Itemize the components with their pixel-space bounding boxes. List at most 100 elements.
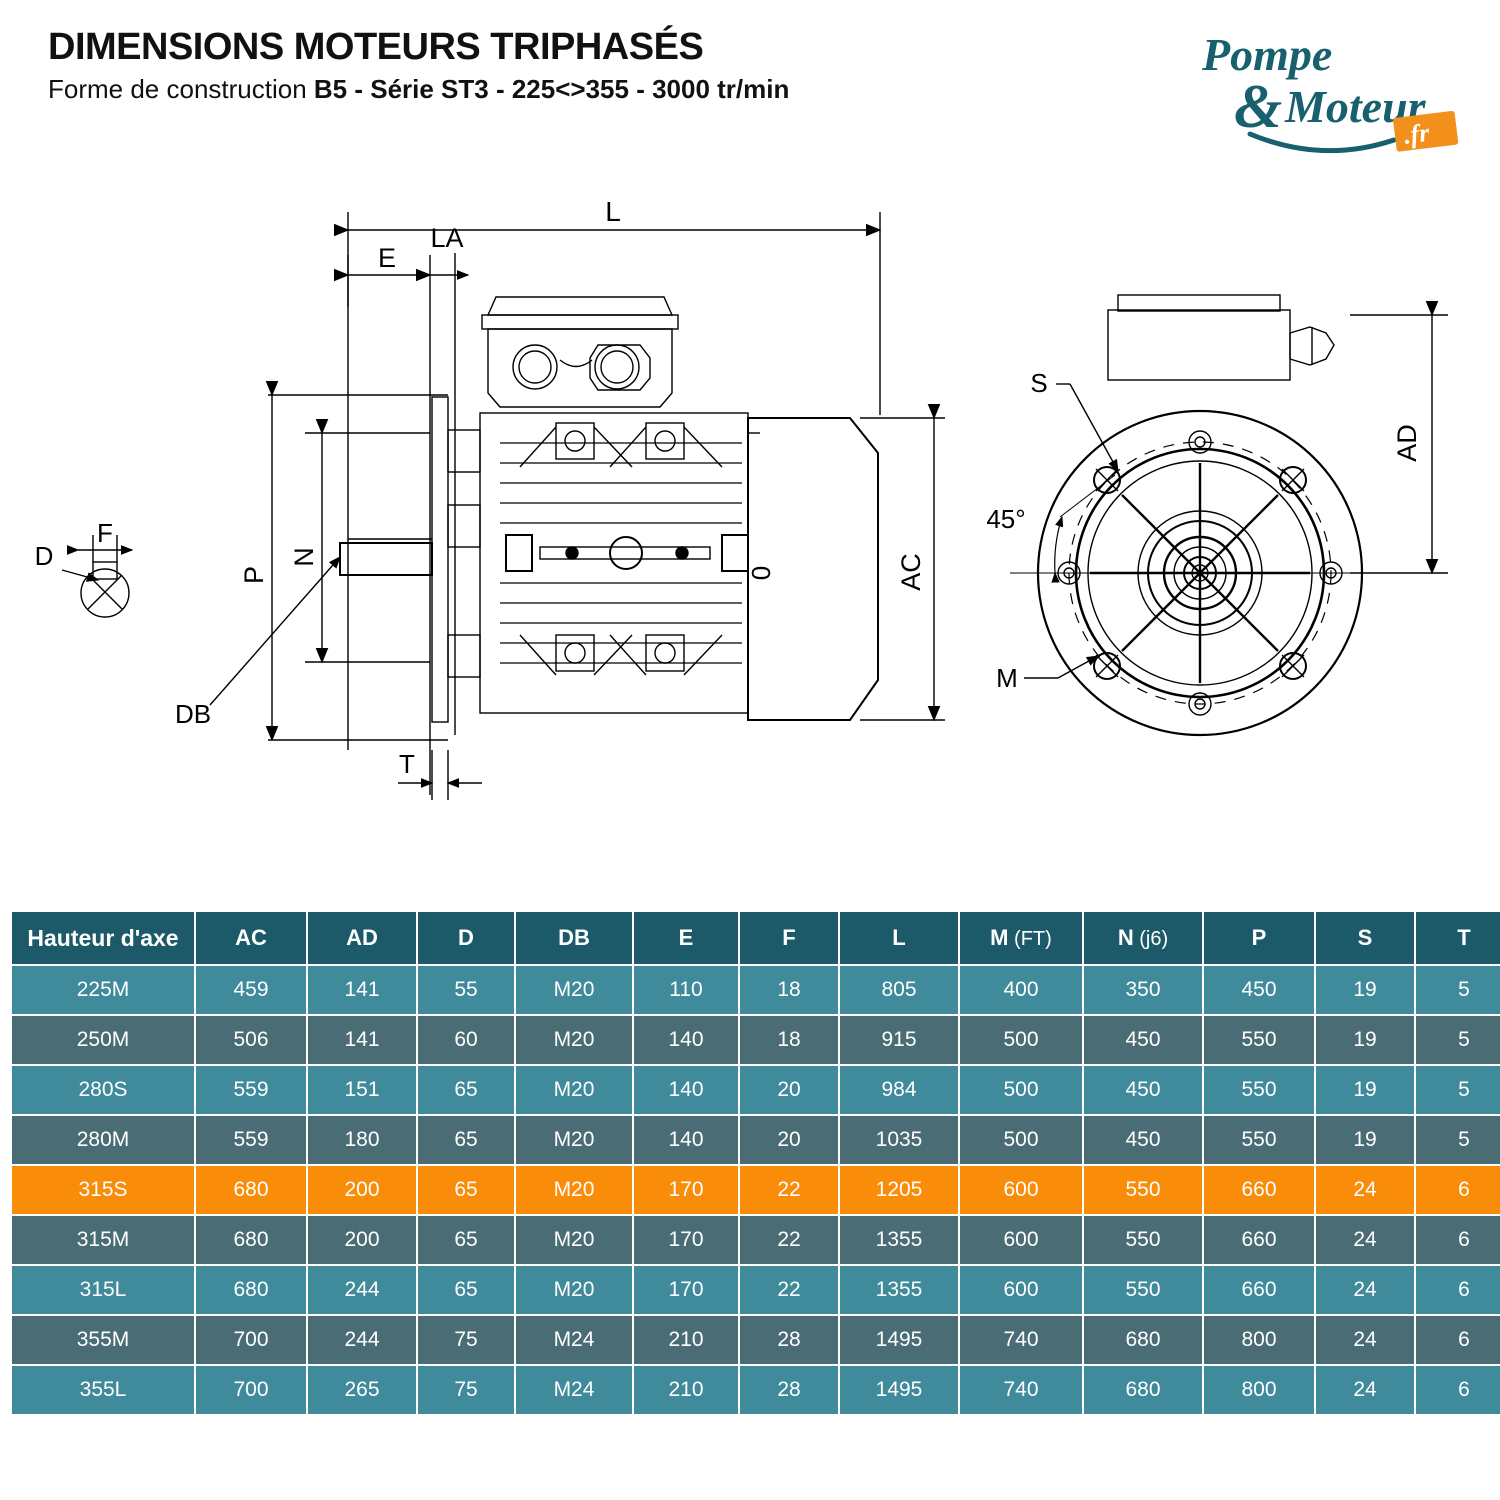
cell-value: 22 <box>740 1266 838 1314</box>
cell-value: 915 <box>840 1016 958 1064</box>
column-header-t: T <box>1416 912 1500 964</box>
cell-value: 22 <box>740 1166 838 1214</box>
cell-value: 65 <box>418 1266 514 1314</box>
cell-value: 55 <box>418 966 514 1014</box>
cell-value: 700 <box>196 1366 306 1414</box>
dimension-LA <box>418 253 470 735</box>
cell-value: 140 <box>634 1066 738 1114</box>
cell-value: 28 <box>740 1366 838 1414</box>
cell-value: 984 <box>840 1066 958 1114</box>
keyway-detail <box>61 535 134 618</box>
label-N: N <box>289 547 319 567</box>
label-45deg: 45° <box>986 504 1025 534</box>
leader-M <box>1024 655 1100 679</box>
label-M: M <box>996 663 1018 693</box>
column-header-sub: (j6) <box>1133 928 1169 950</box>
cell-value: M24 <box>516 1316 632 1364</box>
cell-value: M20 <box>516 1016 632 1064</box>
cell-frame-size: 315M <box>12 1216 194 1264</box>
column-header-label: S <box>1357 925 1373 950</box>
subtitle-prefix: Forme de construction <box>48 73 314 104</box>
column-header-l: L <box>840 912 958 964</box>
cell-value: 170 <box>634 1216 738 1264</box>
cell-value: 19 <box>1316 1016 1414 1064</box>
terminal-box-side <box>481 296 679 408</box>
cell-value: 660 <box>1204 1166 1314 1214</box>
cell-value: 805 <box>840 966 958 1014</box>
cell-value: 680 <box>196 1216 306 1264</box>
cell-value: 680 <box>196 1166 306 1214</box>
cell-value: 75 <box>418 1366 514 1414</box>
dimensions-table: Hauteur d'axe AC AD D DB E F L M (FT) N … <box>10 910 1500 1416</box>
cell-value: 19 <box>1316 1116 1414 1164</box>
logo-badge-text: .fr <box>1402 118 1431 150</box>
dimension-E <box>334 255 432 795</box>
motor-front-view <box>1010 294 1390 737</box>
cell-value: 200 <box>308 1166 416 1214</box>
cell-value: 680 <box>196 1266 306 1314</box>
cell-value: 210 <box>634 1366 738 1414</box>
cell-value: 110 <box>634 966 738 1014</box>
dimension-AD <box>1350 301 1448 575</box>
cell-value: 680 <box>1084 1366 1202 1414</box>
cell-value: 265 <box>308 1366 416 1414</box>
cell-value: 18 <box>740 966 838 1014</box>
column-header-ac: AC <box>196 912 306 964</box>
cell-value: 5 <box>1416 1116 1500 1164</box>
cell-value: 450 <box>1084 1016 1202 1064</box>
logo-graphic: Pompe & Moteur .fr <box>1201 29 1459 154</box>
cell-value: 1495 <box>840 1316 958 1364</box>
column-header-label: L <box>892 925 906 950</box>
column-header-label: M <box>990 925 1009 950</box>
cell-value: M20 <box>516 966 632 1014</box>
column-header-e: E <box>634 912 738 964</box>
label-zero: 0 <box>746 566 776 580</box>
cell-value: 24 <box>1316 1166 1414 1214</box>
column-header-label: T <box>1457 925 1471 950</box>
leader-DB <box>209 555 341 706</box>
subtitle-spec: B5 - Série ST3 - 225<>355 - 3000 tr/min <box>313 73 790 104</box>
column-header-label: AC <box>235 925 267 950</box>
cell-value: 6 <box>1416 1216 1500 1264</box>
motor-drawing-svg: L E LA <box>35 196 1448 800</box>
column-header-m: M (FT) <box>960 912 1082 964</box>
cell-value: 660 <box>1204 1266 1314 1314</box>
cell-value: 24 <box>1316 1216 1414 1264</box>
leader-S <box>1056 383 1119 473</box>
cell-value: 180 <box>308 1116 416 1164</box>
cell-value: M20 <box>516 1066 632 1114</box>
cell-value: 6 <box>1416 1366 1500 1414</box>
cell-value: 20 <box>740 1116 838 1164</box>
cell-value: 450 <box>1084 1116 1202 1164</box>
cell-value: 550 <box>1084 1266 1202 1314</box>
page-header: DIMENSIONS MOTEURS TRIPHASÉS Forme de co… <box>0 0 1500 180</box>
cell-frame-size: 355M <box>12 1316 194 1364</box>
cell-value: 20 <box>740 1066 838 1114</box>
column-header-d: D <box>418 912 514 964</box>
column-header-sub: (FT) <box>1008 928 1052 950</box>
label-LA: LA <box>430 223 463 253</box>
cell-frame-size: 315L <box>12 1266 194 1314</box>
technical-drawing: L E LA <box>0 175 1500 900</box>
cell-value: 740 <box>960 1366 1082 1414</box>
cell-value: 5 <box>1416 1066 1500 1114</box>
column-header-label: E <box>678 925 694 950</box>
label-D: D <box>35 541 54 571</box>
cell-value: 170 <box>634 1266 738 1314</box>
cell-value: 500 <box>960 1066 1082 1114</box>
cell-value: 65 <box>418 1216 514 1264</box>
label-T: T <box>399 749 415 779</box>
cell-frame-size: 250M <box>12 1016 194 1064</box>
cell-value: 1355 <box>840 1266 958 1314</box>
brand-logo[interactable]: Pompe & Moteur .fr <box>1182 22 1472 162</box>
